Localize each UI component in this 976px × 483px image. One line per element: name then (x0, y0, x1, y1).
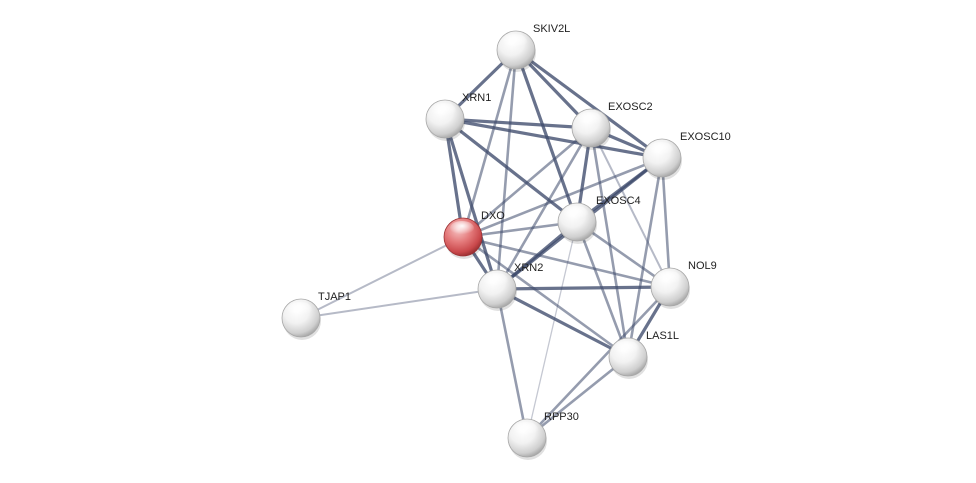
node-label: SKIV2L (533, 23, 570, 35)
node-label: TJAP1 (318, 291, 351, 303)
edge-xrn2-rpp30 (495, 287, 529, 440)
edge-xrn1-exosc4 (443, 117, 579, 224)
node-las1l[interactable]: LAS1L (608, 330, 679, 379)
edge-exosc2-nol9 (590, 127, 671, 288)
edge-exosc10-nol9 (660, 156, 672, 289)
edge-dxo-las1l (461, 235, 630, 359)
node-skiv2l[interactable]: SKIV2L (496, 23, 570, 72)
node-highlight (649, 142, 673, 156)
node-highlight (564, 206, 588, 220)
node-label: XRN1 (462, 92, 491, 104)
node-xrn1[interactable]: XRN1 (425, 92, 491, 141)
node-highlight (615, 341, 639, 355)
node-label: LAS1L (646, 330, 679, 342)
node-highlight (578, 112, 602, 126)
node-label: RPP30 (544, 411, 579, 423)
edge-xrn1-dxo (443, 117, 465, 239)
node-label: EXOSC2 (608, 101, 653, 113)
node-exosc2[interactable]: EXOSC2 (571, 101, 653, 150)
edge-nol9-rpp30 (525, 285, 672, 440)
node-label: DXO (481, 210, 505, 222)
node-rpp30[interactable]: RPP30 (507, 411, 579, 460)
node-exosc4[interactable]: EXOSC4 (557, 195, 641, 244)
node-dxo[interactable]: DXO (443, 210, 505, 259)
edge-xrn2-nol9 (495, 285, 672, 291)
node-highlight (503, 34, 527, 48)
edge-xrn1-xrn2 (443, 117, 499, 291)
edge-exosc4-rpp30 (526, 221, 578, 439)
node-xrn2[interactable]: XRN2 (477, 262, 543, 311)
edge-xrn1-exosc10 (443, 117, 664, 160)
node-label: NOL9 (688, 260, 717, 272)
edge-exosc2-dxo (461, 126, 593, 239)
node-tjap1[interactable]: TJAP1 (281, 291, 351, 340)
edge-xrn1-exosc2 (443, 117, 593, 130)
node-nol9[interactable]: NOL9 (650, 260, 717, 309)
node-highlight (288, 302, 312, 316)
node-label: EXOSC4 (596, 195, 641, 207)
edge-dxo-nol9 (461, 235, 672, 289)
edge-las1l-rpp30 (525, 355, 630, 440)
edge-skiv2l-xrn2 (495, 48, 518, 291)
node-highlight (484, 273, 508, 287)
node-highlight (432, 103, 456, 117)
node-exosc10[interactable]: EXOSC10 (642, 131, 731, 180)
node-highlight (514, 422, 538, 436)
node-label: EXOSC10 (680, 131, 731, 143)
edge-xrn2-tjap1 (300, 288, 498, 319)
node-label: XRN2 (514, 262, 543, 274)
edge-dxo-tjap1 (300, 236, 464, 319)
edge-exosc2-las1l (589, 126, 630, 359)
edge-skiv2l-exosc10 (514, 48, 664, 160)
node-highlight (450, 221, 474, 235)
edge-exosc4-las1l (575, 220, 630, 359)
edge-xrn2-las1l (495, 287, 630, 359)
edge-exosc2-xrn2 (495, 126, 593, 291)
edge-exosc10-dxo (461, 156, 664, 239)
node-highlight (657, 271, 681, 285)
